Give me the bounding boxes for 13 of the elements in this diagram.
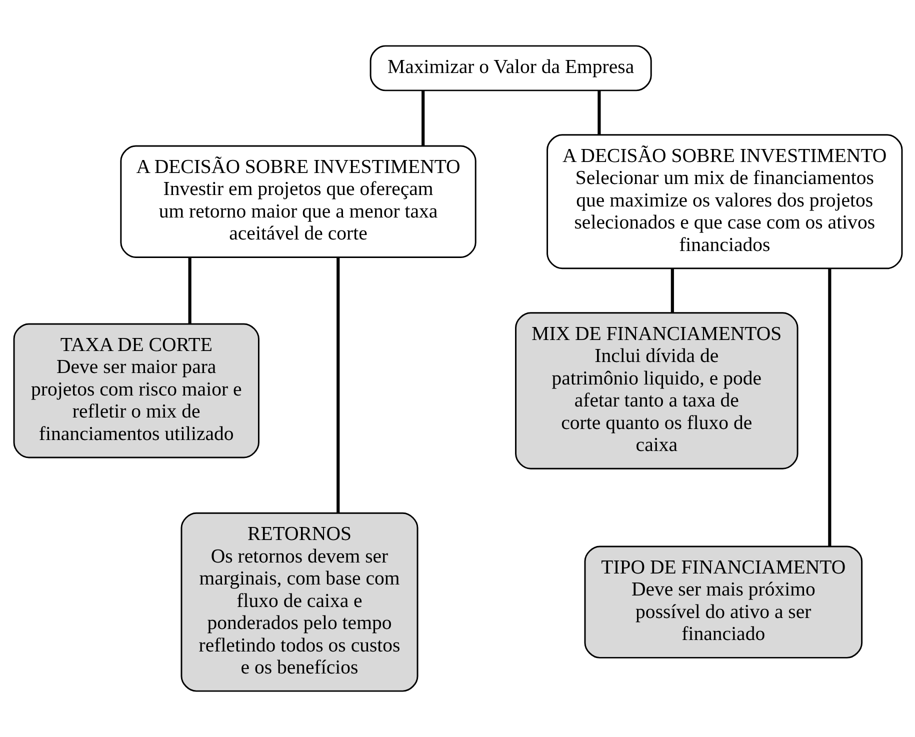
connector	[670, 268, 674, 313]
node-box: TIPO DE FINANCIAMENTO Deve ser mais próximo possível do ativo a ser financiado	[584, 546, 862, 658]
node-box: MIX DE FINANCIAMENTOS Inclui dívida de patrimônio liquido, e pode afetar tanto a taxa de corte quanto os fluxo de caixa	[514, 312, 798, 470]
connector	[188, 257, 191, 324]
connector	[336, 257, 340, 514]
node-box: A DECISÃO SOBRE INVESTIMENTO Selecionar um mix de financiamentos que maximize os valores dos projetos selecionados e que case com os ativos financiados	[546, 134, 902, 270]
connector	[421, 90, 424, 146]
node-box: TAXA DE CORTE Deve ser maior para projetos com risco maior e refletir o mix de financiamentos utilizado	[12, 323, 259, 458]
node-box: Maximizar o Valor da Empresa	[369, 45, 652, 92]
node-box: RETORNOS Os retornos devem ser marginais, com base com fluxo de caixa e ponderados pelo tempo refletindo todos os custos e os benefícios	[180, 512, 418, 692]
connector	[597, 90, 600, 135]
connector	[828, 268, 831, 546]
node-box: A DECISÃO SOBRE INVESTIMENTO Investir em projetos que ofereçam um retorno maior que a menor taxa aceitável de corte	[120, 145, 476, 258]
